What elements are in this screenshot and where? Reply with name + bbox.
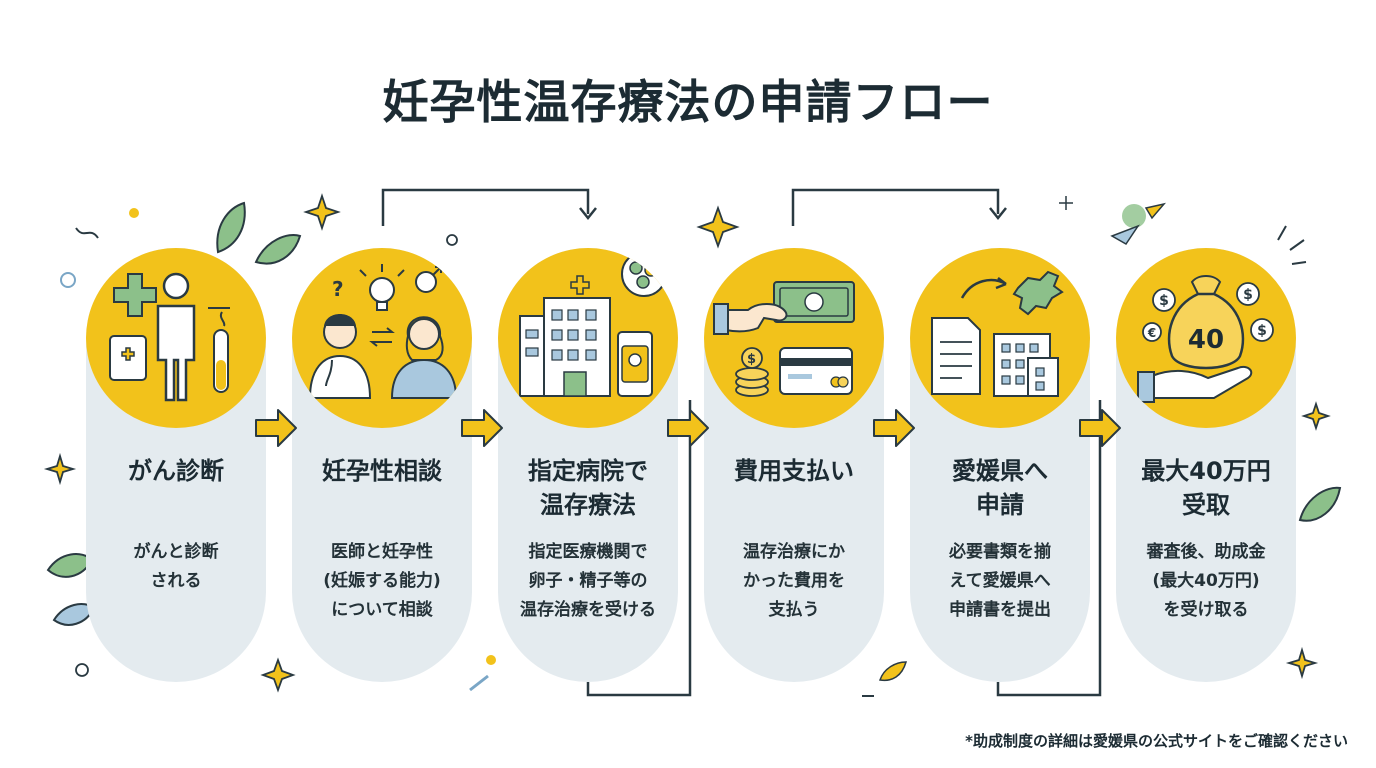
step-desc-4: 温存治療にか かった費用を 支払う [743,542,845,620]
cryo-container-icon [617,331,653,397]
hospital-icon [519,275,611,397]
step-desc-2: 医師と妊孕性 (妊娠する能力) について相談 [323,542,441,620]
step-title-6: 最大40万円 受取 [1141,457,1271,519]
flow-arrow-icon [255,409,297,447]
dollar-coin-icon: $ [1243,287,1253,303]
doctor-icon [308,314,372,399]
step-card-3: 指定病院で 温存療法 指定医療機関で 卵子・精子等の 温存治療を受ける [498,248,678,682]
step-illustration-1 [86,248,266,428]
medical-cross-icon [113,273,157,317]
connector-line [791,188,1000,226]
flow-arrow-icon [1079,409,1121,447]
leaf-icon [46,201,1342,682]
money-bag-label: 40 [1188,325,1224,355]
flow-arrow-icon [873,409,915,447]
step-title-4: 費用支払い [734,457,854,485]
step-desc-5: 必要書類を揃 えて愛媛県へ 申請書を提出 [949,542,1051,620]
test-tube-icon [208,307,230,393]
footnote: *助成制度の詳細は愛媛県の公式サイトをご確認ください [965,732,1348,750]
step-desc-3: 指定医療機関で 卵子・精子等の 温存治療を受ける [520,542,656,620]
step-illustration-6: 40 $ $ € $ [1116,248,1296,428]
svg-text:$: $ [747,352,756,367]
step-title-5: 愛媛県へ 申請 [952,457,1048,519]
dollar-coin-icon: $ [1159,293,1169,309]
step-card-6: 40 $ $ € $ 最大40万円 受取 審査後、助成金 (最大40万円) を受… [1116,248,1296,682]
hand-icon [713,303,788,335]
question-mark-icon: ? [332,277,344,301]
sparkle-icon [43,193,1331,693]
connector-line [586,400,692,697]
patient-woman-icon [390,316,458,399]
step-card-5: 愛媛県へ 申請 必要書類を揃 えて愛媛県へ 申請書を提出 [910,248,1090,682]
step-title-1: がん診断 [128,457,224,485]
connector-arrowhead [579,207,597,221]
step-illustration-2: ? [292,248,472,428]
step-card-2: ? 妊孕性相談 医師と妊孕性 (妊娠する能力) について相談 [292,248,472,682]
clipboard-icon [109,335,147,381]
egg-cell-icon [621,251,667,297]
step-card-4: $ 費用支払い 温存治療にか かった費用を 支払う [704,248,884,682]
step-desc-6: 審査後、助成金 (最大40万円) を受け取る [1146,542,1266,620]
coin-symbols: $ $ € $ [1142,282,1274,342]
step-illustration-4: $ [704,248,884,428]
patient-figure-icon [156,272,196,402]
euro-coin-icon: € [1147,326,1156,340]
flow-arrow-icon [667,409,709,447]
flow-arrow-icon [461,409,503,447]
dollar-coin-icon: $ [1257,323,1267,339]
lightbulb-icon [359,264,405,311]
step-desc-1: がんと診断 される [133,542,219,591]
curved-arrow-icon [960,277,1007,299]
step-illustration-3 [498,248,678,428]
gender-symbols-icon [415,266,442,293]
exchange-arrows-icon [369,327,395,347]
credit-card-icon [779,347,853,395]
connector-line [381,188,590,226]
step-card-1: がん診断 がんと診断 される [86,248,266,682]
government-building-icon [993,333,1059,397]
ehime-map-icon [1012,270,1064,316]
hand-icon [1137,366,1253,403]
step-title-2: 妊孕性相談 [322,457,442,485]
banknote-icon [773,281,855,323]
connector-line [996,400,1102,697]
page-title: 妊孕性温存療法の申請フロー [382,75,994,129]
step-illustration-5 [910,248,1090,428]
money-bag-icon: 40 [1167,275,1245,370]
step-title-3: 指定病院で 温存療法 [528,457,648,519]
connector-arrowhead [989,207,1007,221]
document-icon [931,317,981,395]
coins-icon: $ [735,347,769,397]
